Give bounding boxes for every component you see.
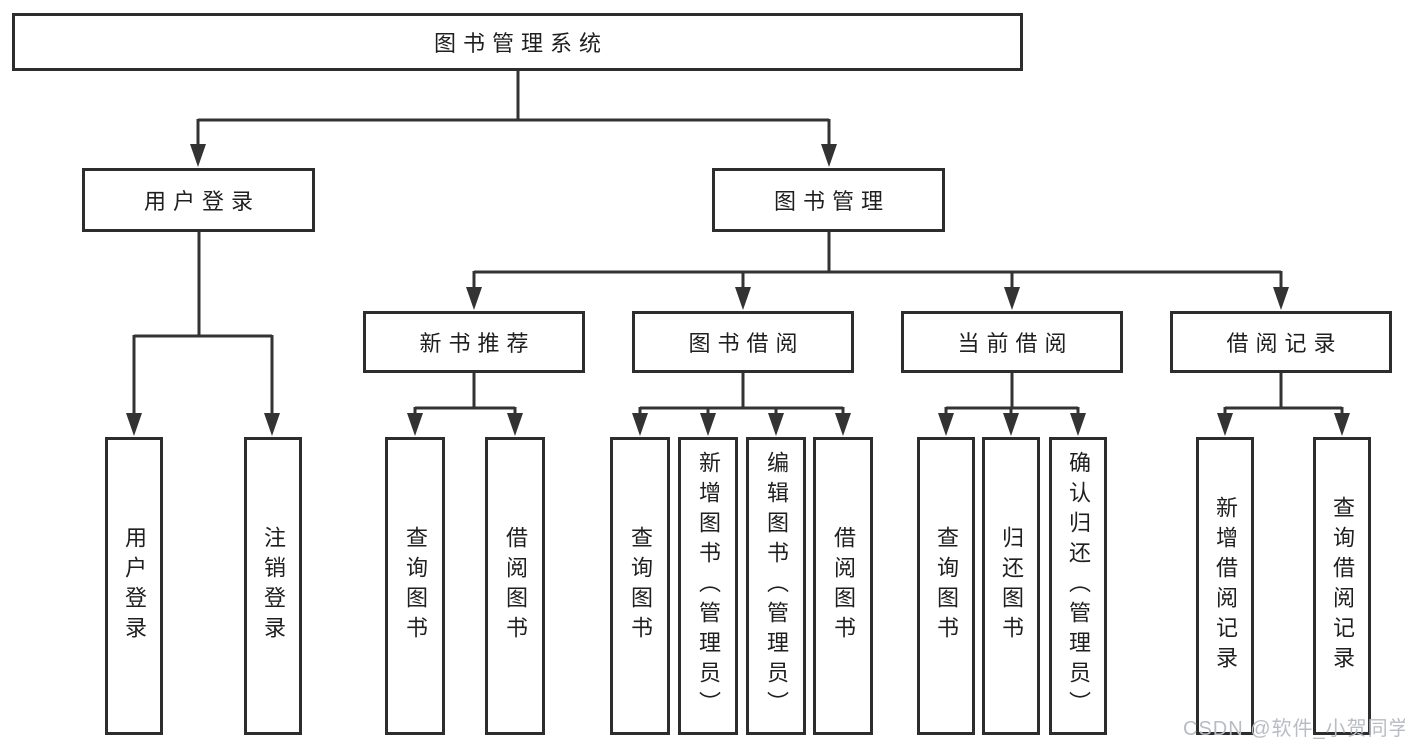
node-leaf-edit-book-admin: 编辑图书（管理员） [746, 437, 806, 735]
node-current-borrow: 当前借阅 [901, 311, 1123, 373]
csdn-watermark: CSDN @软件_小贺同学 [1183, 718, 1405, 740]
node-leaf-add-borrow-record: 新增借阅记录 [1196, 437, 1254, 735]
node-library-management-system: 图书管理系统 [12, 13, 1023, 71]
node-leaf-borrow-books: 借阅图书 [813, 437, 873, 735]
node-leaf-query-books-current: 查询图书 [917, 437, 975, 735]
node-leaf-user-login: 用户登录 [105, 437, 163, 735]
node-leaf-borrow-books-recommend: 借阅图书 [485, 437, 545, 735]
node-leaf-return-book: 归还图书 [982, 437, 1040, 735]
node-book-management-branch: 图书管理 [712, 168, 945, 232]
node-borrow-records: 借阅记录 [1170, 311, 1392, 373]
node-leaf-add-book-admin: 新增图书（管理员） [678, 437, 738, 735]
node-leaf-confirm-return-admin: 确认归还（管理员） [1049, 437, 1107, 735]
node-user-login-branch: 用户登录 [82, 168, 315, 232]
node-new-book-recommend: 新书推荐 [363, 311, 585, 373]
node-leaf-query-borrow-record: 查询借阅记录 [1313, 437, 1371, 735]
node-leaf-query-books-recommend: 查询图书 [385, 437, 445, 735]
node-book-borrow: 图书借阅 [632, 311, 854, 373]
node-leaf-query-books-borrow: 查询图书 [610, 437, 670, 735]
node-leaf-logout: 注销登录 [244, 437, 302, 735]
